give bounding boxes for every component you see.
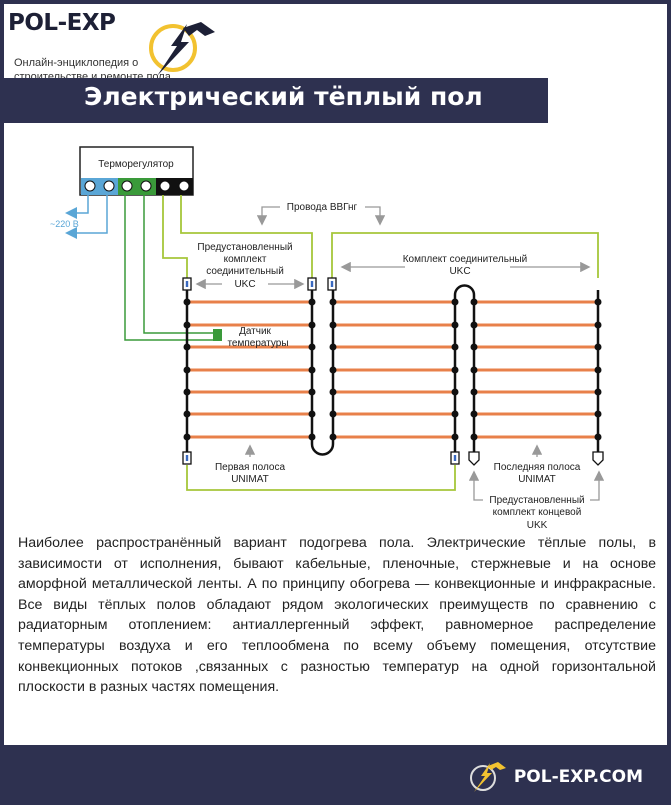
junction-dot [308, 298, 316, 306]
junction-dot [329, 321, 337, 329]
connection-kit-label: Комплект соединительный UKC [403, 254, 528, 277]
junction-dot [470, 343, 478, 351]
label-line: комплект [224, 254, 267, 265]
label-line: UKC [234, 279, 255, 290]
junction-dot [451, 366, 459, 374]
junction-dot [308, 321, 316, 329]
logo-name: POL-EXP [8, 10, 116, 36]
page-sheet [4, 4, 667, 745]
junction-dot [470, 366, 478, 374]
junction-dot [594, 388, 602, 396]
label-line: Датчик [239, 326, 271, 337]
junction-dot [470, 410, 478, 418]
logo-subtitle-line1: Онлайн-энциклопедия о [14, 57, 139, 69]
end-cap-ukk [592, 451, 604, 466]
junction-dot [594, 366, 602, 374]
junction-dot [470, 321, 478, 329]
thermostat: Терморегулятор [79, 146, 194, 196]
junction-dot [329, 388, 337, 396]
title-bar: Электрический тёплый пол [4, 78, 548, 123]
label-line: UNIMAT [231, 474, 269, 485]
preinstalled-kit-label: Предустановленный комплект соединительны… [197, 242, 292, 290]
sensor-wires [124, 195, 214, 341]
page-title: Электрический тёплый пол [84, 82, 483, 111]
label-line: комплект концевой [493, 507, 582, 518]
junction-dot [183, 433, 191, 441]
temperature-sensor [213, 329, 222, 341]
thermostat-label: Терморегулятор [98, 159, 174, 170]
wires-label: Провода ВВГнг [287, 202, 358, 213]
connector-mark [330, 281, 334, 287]
junction-dot [329, 410, 337, 418]
label-line: Последняя полоса [494, 462, 581, 473]
connector-mark [453, 455, 457, 461]
top-loop [453, 284, 476, 302]
annotation-arrows [195, 206, 605, 501]
bus-bars [183, 284, 602, 456]
label-line: Предустановленный [489, 495, 584, 506]
junction-dot [183, 388, 191, 396]
end-cap-ukk [468, 451, 480, 466]
power-wires [65, 195, 108, 239]
junction-dot [308, 343, 316, 351]
connectors [182, 277, 604, 466]
junction-dot [470, 433, 478, 441]
label-line: соединительный [206, 266, 284, 277]
sensor-label: Датчик температуры [227, 326, 288, 349]
junction-dot [451, 433, 459, 441]
junction-dot [451, 321, 459, 329]
junction-dot [451, 388, 459, 396]
junction-dot [308, 388, 316, 396]
junction-dot [329, 366, 337, 374]
label-line: UKK [527, 520, 548, 530]
label-line: Предустановленный [197, 242, 292, 253]
junction-dot [594, 410, 602, 418]
tools-logo-icon [149, 22, 215, 76]
label-line: Первая полоса [215, 462, 286, 473]
body-paragraph: Наиболее распространённый вариант подогр… [18, 535, 656, 696]
junction-dot [594, 433, 602, 441]
wiring-diagram: Терморегулятор ~220 В Провода ВВГнг Пред… [50, 146, 605, 530]
junction-dot [594, 321, 602, 329]
heating-cables [187, 300, 598, 439]
end-kit-label: Предустановленный комплект концевой UKK [489, 495, 584, 530]
footer-site-name: POL-EXP.COM [513, 767, 643, 787]
junction-dot [329, 298, 337, 306]
label-line: UKC [449, 266, 470, 277]
junction-dot [183, 298, 191, 306]
label-line: температуры [227, 338, 288, 349]
junction-dot [470, 388, 478, 396]
junction-dot [451, 410, 459, 418]
footer-brand[interactable]: POL-EXP.COM [466, 760, 643, 794]
junction-dot [451, 343, 459, 351]
junction-dot [594, 343, 602, 351]
label-line: Комплект соединительный [403, 254, 528, 265]
connector-mark [185, 281, 189, 287]
first-strip-label: Первая полоса UNIMAT [215, 462, 286, 485]
junction-dot [308, 366, 316, 374]
junction-dot [308, 410, 316, 418]
junction-dot [329, 343, 337, 351]
bottom-loop [310, 437, 335, 456]
power-label: ~220 В [50, 219, 79, 229]
last-strip-label: Последняя полоса UNIMAT [494, 462, 581, 485]
junction-dot [594, 298, 602, 306]
junction-dot [183, 343, 191, 351]
tools-logo-icon [469, 762, 506, 792]
supply-wires [162, 195, 599, 491]
junction-dot [183, 321, 191, 329]
connector-mark [310, 281, 314, 287]
label-line: UNIMAT [518, 474, 556, 485]
junction-dot [183, 410, 191, 418]
junction-dot [183, 366, 191, 374]
connector-mark [185, 455, 189, 461]
